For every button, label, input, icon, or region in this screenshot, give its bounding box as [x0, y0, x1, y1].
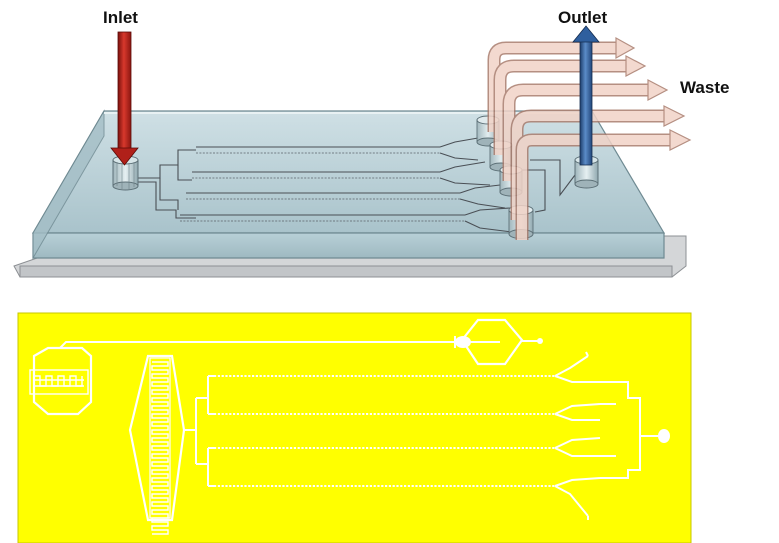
waste-arrow-4	[510, 105, 686, 220]
waste-arrows	[487, 36, 692, 240]
waste-arrow-3	[502, 79, 669, 181]
split-tree-left	[195, 375, 214, 487]
inlet-label: Inlet	[103, 8, 138, 27]
chip-pdms-front	[32, 232, 665, 259]
outlet-chamber	[440, 318, 543, 366]
mask-background	[17, 312, 692, 543]
waste-arrow-1	[487, 36, 636, 132]
inlet-arrow	[110, 31, 139, 166]
waste-label: Waste	[680, 78, 729, 97]
chip-channel-network	[138, 137, 576, 233]
waste-arrow-2	[493, 55, 647, 155]
chip-3d-illustration: Inlet Outlet Waste	[13, 8, 729, 278]
chip-mask-layout	[17, 312, 692, 543]
outlet-bifurcations	[554, 351, 670, 520]
waste-arrow-5	[515, 129, 692, 240]
mixer-serpentine	[128, 354, 196, 535]
outlet-arrow	[572, 25, 600, 166]
outlet-label: Outlet	[558, 8, 607, 27]
